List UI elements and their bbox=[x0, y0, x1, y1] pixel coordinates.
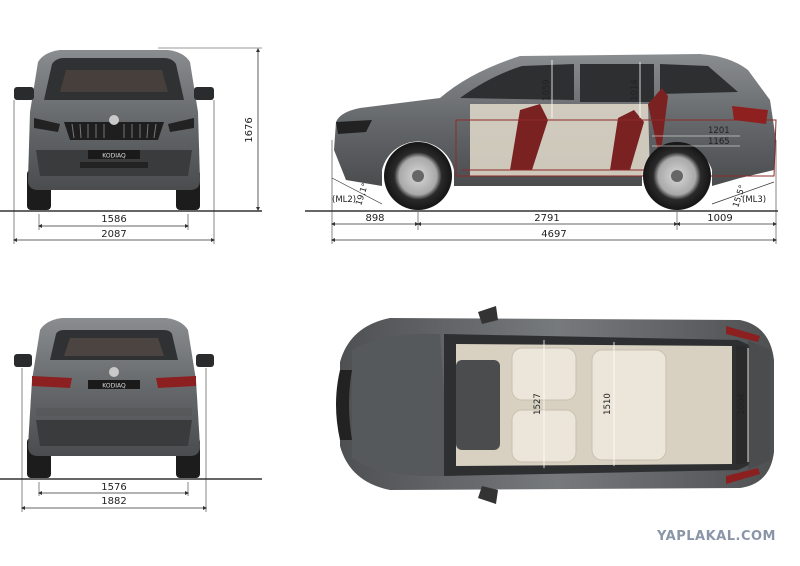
top-width-front-label: 1527 bbox=[533, 393, 543, 415]
front-height-label: 1676 bbox=[244, 117, 255, 142]
rear-track-label: 1576 bbox=[101, 482, 126, 493]
overhang-front-label: 898 bbox=[365, 213, 384, 224]
top-view: 1527 1510 1004 bbox=[336, 306, 774, 504]
approach-angle-label: 19,1° bbox=[354, 182, 371, 207]
rear-dim-1-label: 1201 bbox=[708, 126, 730, 136]
departure-label: (ML3) bbox=[742, 195, 766, 205]
rear-view: KODIAQ 1576 1882 bbox=[0, 318, 262, 512]
rear-width-label: 1882 bbox=[101, 496, 126, 507]
overhang-rear-label: 1009 bbox=[707, 213, 732, 224]
top-width-boot-label: 1004 bbox=[737, 393, 747, 415]
front-plate-badge: KODIAQ bbox=[102, 153, 126, 160]
approach-label: (ML2) bbox=[332, 195, 356, 205]
length-label: 4697 bbox=[541, 229, 566, 240]
top-width-rear-label: 1510 bbox=[603, 393, 613, 415]
wheelbase-label: 2791 bbox=[534, 213, 559, 224]
headroom-rear-label: 1014 bbox=[630, 79, 640, 101]
side-view: 1059 1014 1201 1165 (ML2) 19,1° (ML3) 15… bbox=[305, 54, 778, 244]
front-track-label: 1586 bbox=[101, 214, 126, 225]
front-width-label: 2087 bbox=[101, 229, 126, 240]
front-view: KODIAQ 1676 1586 2087 bbox=[0, 47, 262, 244]
rear-dim-2-label: 1165 bbox=[708, 137, 730, 147]
watermark: YAPLAKAL.COM bbox=[657, 529, 776, 544]
headroom-front-label: 1059 bbox=[542, 79, 552, 101]
rear-plate-badge: KODIAQ bbox=[102, 383, 126, 390]
